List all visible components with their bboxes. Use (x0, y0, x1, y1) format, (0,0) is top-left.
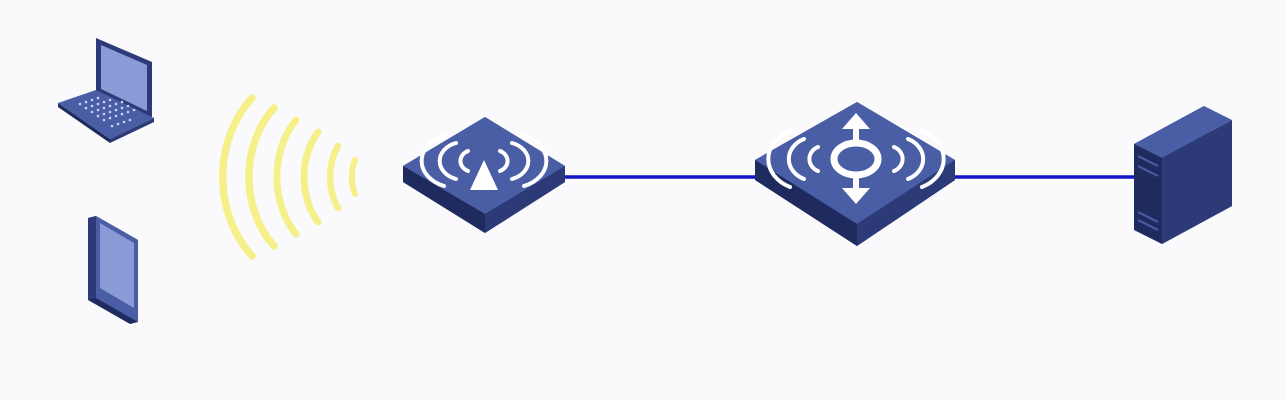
wireless-signal-icon (219, 94, 358, 260)
laptop-icon (58, 38, 154, 143)
wireless-access-point-icon (403, 117, 565, 233)
tablet-icon (88, 216, 138, 324)
server-icon (1134, 106, 1232, 244)
wireless-controller-icon (755, 102, 955, 246)
